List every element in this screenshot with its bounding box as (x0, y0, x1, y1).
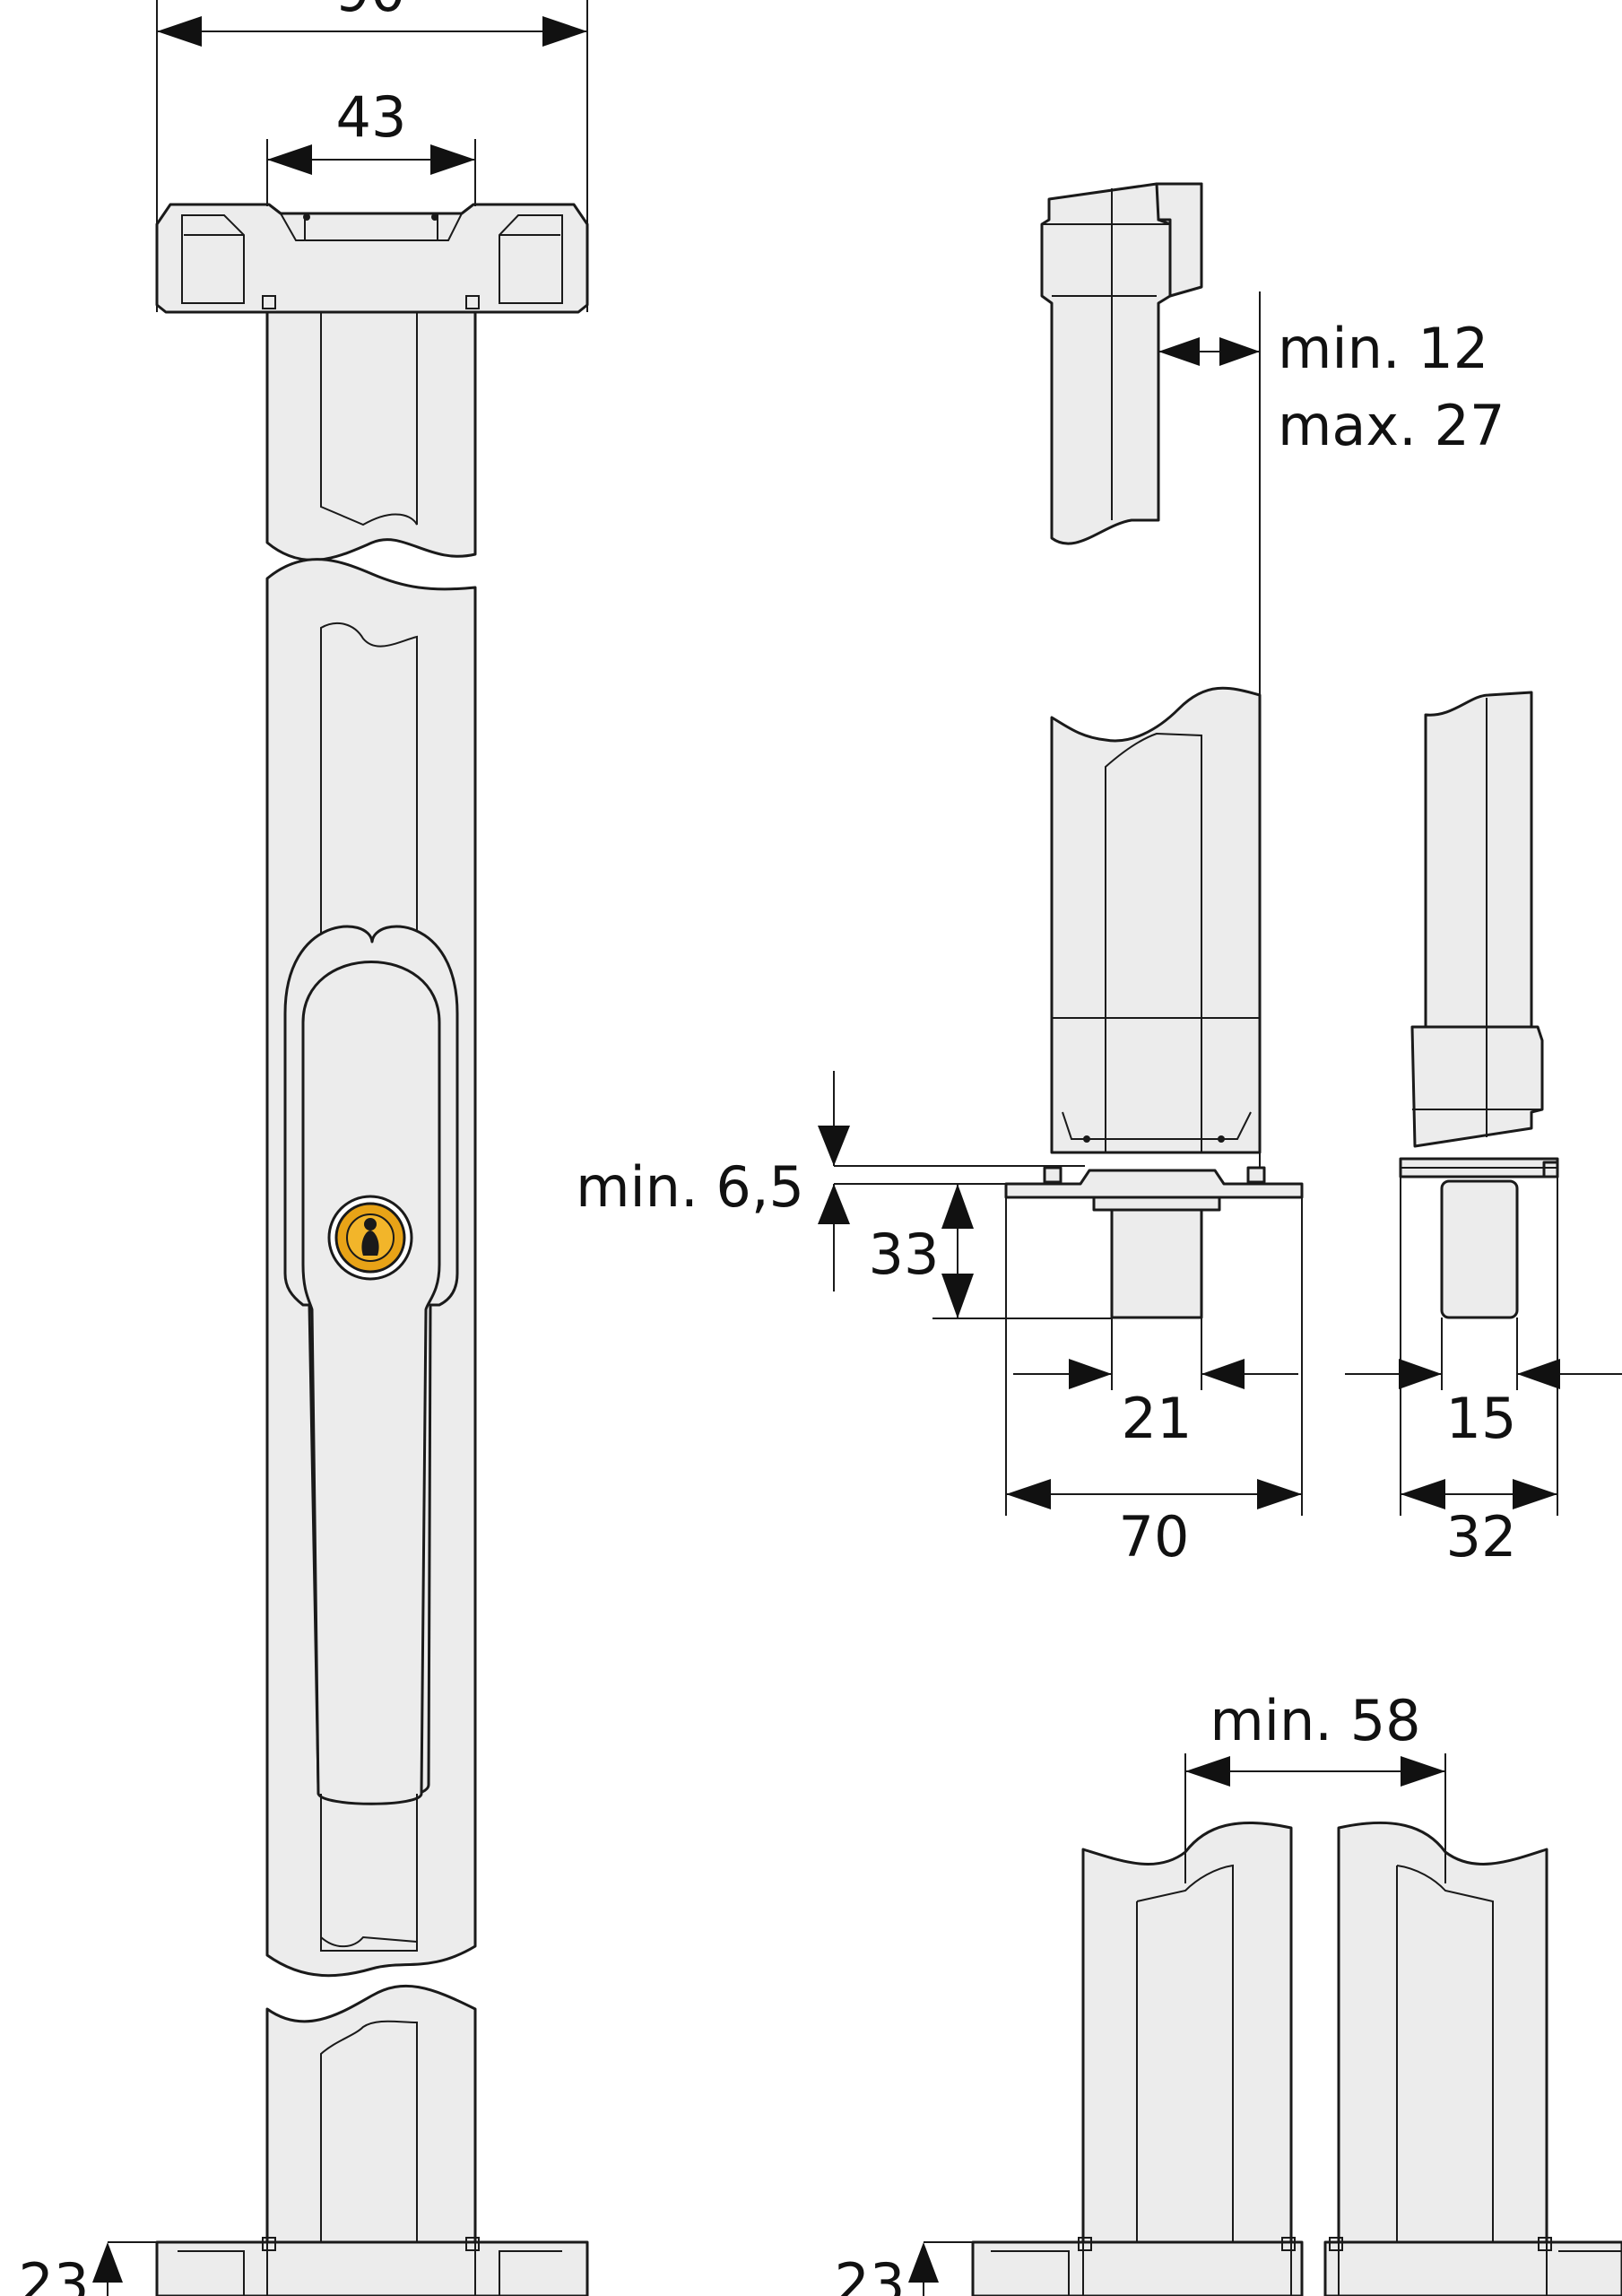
keeper-side (1399, 691, 1559, 1319)
lower-bar (265, 1984, 477, 2244)
keeper-bolt (1092, 1196, 1221, 1212)
dim-side-bolt-width: 15 (1446, 1386, 1517, 1451)
dim-handle-width: 43 (336, 84, 407, 150)
dim-gap-min: min. 12 (1278, 316, 1488, 381)
frame-bar-top (1040, 182, 1203, 545)
top-cap (155, 203, 589, 314)
dim-bolt-width: 21 (1122, 1386, 1193, 1451)
left-dimensions: 90 43 23 (19, 0, 588, 2296)
upper-bar (265, 310, 477, 561)
left-lock-assembly (155, 203, 589, 2296)
keeper-front (1004, 686, 1304, 1319)
double-dimensions: min. 58 23 (835, 1688, 1446, 2296)
keeper-dimensions: min. 6,5 33 21 70 (576, 1071, 1303, 1570)
handle-grip (301, 961, 441, 1805)
dim-overall-width: 90 (335, 0, 406, 24)
dim-bottom-right: 23 (835, 2251, 906, 2296)
bottom-cap (155, 2240, 589, 2296)
gap-dimension: min. 12 max. 27 (1158, 316, 1505, 458)
dim-side-base-width: 32 (1446, 1504, 1517, 1570)
dim-plate-height: 33 (869, 1222, 940, 1287)
lock-cylinder-icon (327, 1195, 413, 1281)
dim-bottom-left: 23 (19, 2251, 90, 2296)
dim-base-width: 70 (1119, 1504, 1190, 1570)
dim-gap-max: max. 27 (1278, 393, 1505, 458)
double-frame (971, 1822, 1622, 2296)
side-dimensions: 15 32 (1345, 1177, 1622, 1570)
dim-double-gap: min. 58 (1210, 1688, 1420, 1753)
dim-spacer: min. 6,5 (576, 1154, 804, 1220)
